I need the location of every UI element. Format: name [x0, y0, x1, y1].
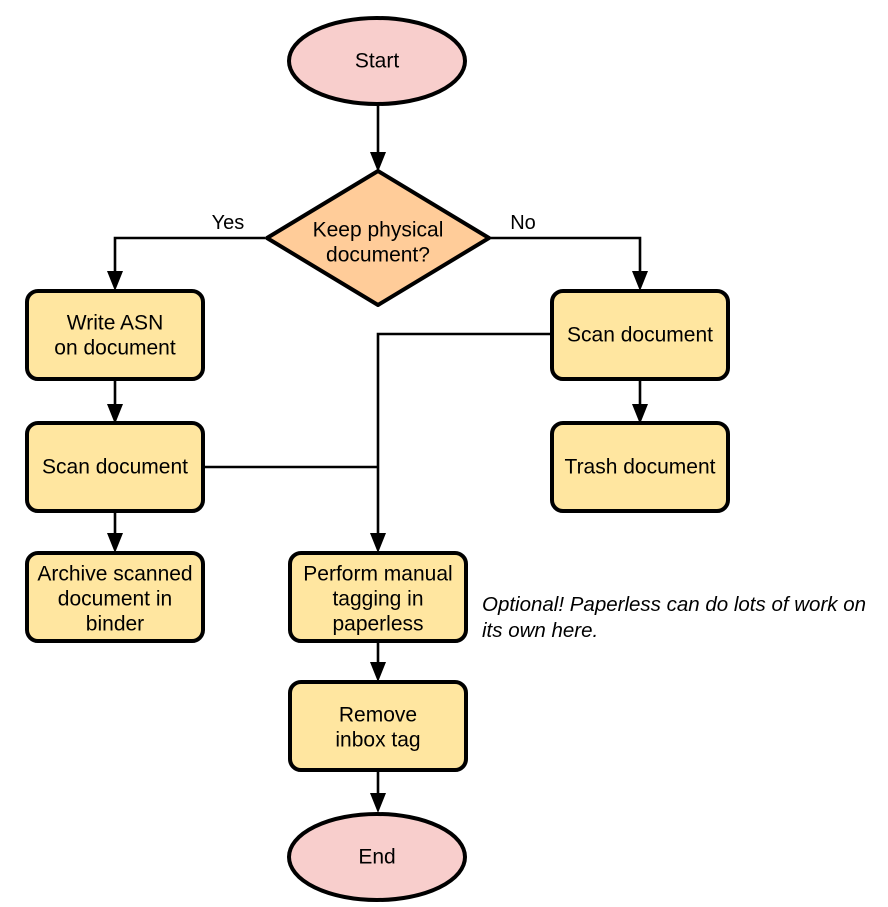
decision-label-line1: Keep physical — [313, 219, 444, 242]
node-end[interactable]: End — [287, 812, 467, 902]
remove-inbox-label-line1: Remove — [339, 704, 417, 727]
arrowhead-icon — [632, 404, 648, 424]
archive-label-line1: Archive scanned — [37, 563, 192, 586]
scan-document-right-label: Scan document — [567, 324, 713, 347]
write-asn-label-line1: Write ASN — [67, 312, 163, 335]
scan-document-left-label: Scan document — [42, 456, 188, 479]
scan-document-left-box[interactable] — [25, 421, 205, 513]
edge-label-yes: Yes — [212, 212, 245, 234]
start-ellipse[interactable] — [287, 16, 467, 106]
archive-label-line3: binder — [86, 613, 144, 636]
edge-line — [490, 236, 642, 281]
tagging-label-line3: paperless — [332, 613, 423, 636]
node-write-asn[interactable]: Write ASN on document — [25, 289, 205, 381]
annotation-line1: Optional! Paperless can do lots of work … — [482, 593, 866, 616]
arrowhead-icon — [370, 793, 386, 813]
arrowhead-icon — [107, 533, 123, 553]
tagging-box[interactable] — [288, 551, 468, 643]
edge-decision-yes-to-write-asn — [107, 236, 265, 291]
decision-label-line2: document? — [326, 244, 430, 267]
arrowhead-icon — [107, 404, 123, 424]
node-remove-inbox-tag[interactable]: Remove inbox tag — [288, 680, 468, 772]
arrowhead-icon — [632, 271, 648, 291]
end-label: End — [358, 846, 395, 869]
remove-inbox-label-line2: inbox tag — [335, 729, 420, 752]
annotation-line2: its own here. — [482, 619, 598, 642]
trash-document-label: Trash document — [565, 456, 716, 479]
arrowhead-icon — [370, 533, 386, 553]
write-asn-label-line2: on document — [54, 337, 176, 360]
node-scan-document-right[interactable]: Scan document — [550, 289, 730, 381]
arrowhead-icon — [370, 662, 386, 682]
edge-scan-left-to-archive — [107, 511, 123, 553]
write-asn-box[interactable] — [25, 289, 205, 381]
arrowhead-icon — [107, 271, 123, 291]
node-perform-manual-tagging[interactable]: Perform manual tagging in paperless — [288, 551, 468, 643]
node-start[interactable]: Start — [287, 16, 467, 106]
end-ellipse[interactable] — [287, 812, 467, 902]
archive-box[interactable] — [25, 551, 205, 643]
start-label: Start — [355, 50, 400, 73]
remove-inbox-tag-box[interactable] — [288, 680, 468, 772]
decision-diamond[interactable] — [265, 169, 491, 307]
edge-remove-inbox-to-end — [370, 770, 386, 813]
node-decision-keep-physical-document[interactable]: Keep physical document? — [265, 169, 491, 307]
edge-scan-right-to-tagging — [370, 332, 552, 553]
archive-label-line2: document in — [58, 588, 172, 611]
tagging-label-line1: Perform manual — [303, 563, 452, 586]
edge-write-asn-to-scan-left — [107, 379, 123, 424]
node-archive-scanned-document[interactable]: Archive scanned document in binder — [25, 551, 205, 643]
arrowhead-icon — [370, 152, 386, 172]
scan-document-right-box[interactable] — [550, 289, 730, 381]
trash-document-box[interactable] — [550, 421, 730, 513]
annotation-optional-note: Optional! Paperless can do lots of work … — [482, 593, 866, 642]
edge-scan-right-to-trash — [632, 379, 648, 424]
node-trash-document[interactable]: Trash document — [550, 421, 730, 513]
node-scan-document-left[interactable]: Scan document — [25, 421, 205, 513]
edge-line — [376, 332, 552, 543]
edge-line — [113, 236, 265, 281]
edge-decision-no-to-scan-right — [490, 236, 648, 291]
edge-start-to-decision — [370, 105, 386, 172]
edge-tagging-to-remove-inbox — [370, 641, 386, 682]
tagging-label-line2: tagging in — [332, 588, 423, 611]
edge-label-no: No — [510, 212, 536, 234]
